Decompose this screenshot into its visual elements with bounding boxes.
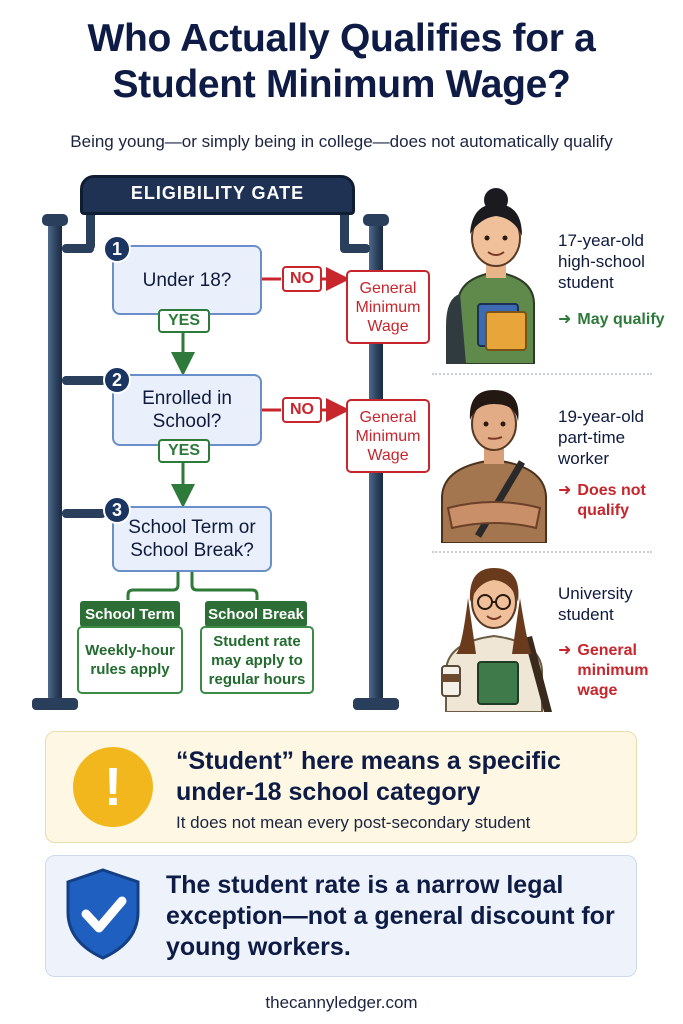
gate-post-right-base bbox=[353, 698, 399, 710]
step-2-question-box: Enrolled in School? bbox=[112, 374, 262, 446]
branch-school-term-box: Weekly-hour rules apply bbox=[77, 626, 183, 694]
person-2-outcome-text: Does not qualify bbox=[577, 482, 646, 519]
arrow-right-icon: ➜ bbox=[558, 642, 572, 659]
person-divider-2 bbox=[432, 551, 652, 553]
branch-school-term-text: Weekly-hour rules apply bbox=[85, 642, 175, 678]
note-text: The student rate is a narrow legal excep… bbox=[166, 871, 615, 961]
step-1-question: Under 18? bbox=[142, 269, 232, 291]
shield-check-icon bbox=[66, 868, 140, 960]
warning-title: “Student” here means a specific under-18… bbox=[176, 747, 561, 806]
gate-post-right-cap bbox=[363, 214, 389, 226]
step-3-question: School Term or School Break? bbox=[128, 517, 256, 561]
gate-hanger-right bbox=[340, 210, 349, 250]
step-1-no-tag: NO bbox=[282, 266, 322, 292]
step-2-question: Enrolled in School? bbox=[142, 388, 232, 432]
person-3-outcome-text: General minimum wage bbox=[577, 642, 649, 699]
person-2-label: 19-year-old part-time worker bbox=[558, 407, 644, 468]
gate-label: ELIGIBILITY GATE bbox=[130, 183, 305, 203]
step-1-number: 1 bbox=[103, 235, 131, 263]
step-2-no-tag: NO bbox=[282, 397, 322, 423]
gate-post-left-base bbox=[32, 698, 78, 710]
step-3-question-box: School Term or School Break? bbox=[112, 506, 272, 572]
person-2-outcome: ➜ Does not qualify bbox=[558, 481, 668, 521]
gate-post-left-cap bbox=[42, 214, 68, 226]
step-2-no-outcome-text: General Minimum Wage bbox=[355, 408, 421, 464]
arrow-right-icon: ➜ bbox=[558, 482, 572, 499]
branch-school-term-label: School Term bbox=[80, 601, 180, 627]
gate-hanger-right-foot bbox=[340, 244, 370, 253]
high-school-student-illustration bbox=[446, 188, 535, 364]
footer-website: thecannyledger.com bbox=[265, 993, 418, 1012]
step-1-no-outcome: General Minimum Wage bbox=[346, 270, 430, 344]
step-1-yes-tag: YES bbox=[158, 309, 210, 333]
page-subtitle: Being young—or simply being in college—d… bbox=[70, 132, 613, 151]
warning-subtitle: It does not mean every post-secondary st… bbox=[176, 813, 531, 832]
title-line-1: Who Actually Qualifies for a bbox=[87, 17, 596, 60]
step-3-number: 3 bbox=[103, 496, 131, 524]
gate-arm-3 bbox=[62, 509, 106, 518]
step-1-no-outcome-text: General Minimum Wage bbox=[355, 279, 421, 335]
gate-arch bbox=[80, 175, 355, 215]
gate-hanger-left-foot bbox=[62, 244, 94, 253]
branch-school-break-box: Student rate may apply to regular hours bbox=[200, 626, 314, 694]
step-2-yes-tag: YES bbox=[158, 439, 210, 463]
university-student-illustration bbox=[441, 568, 552, 712]
step-1-question-box: Under 18? bbox=[112, 245, 262, 315]
person-3-outcome: ➜ General minimum wage bbox=[558, 641, 668, 701]
person-3-label: University student bbox=[558, 584, 633, 624]
gate-arm-2 bbox=[62, 376, 106, 385]
gate-post-left bbox=[48, 222, 62, 700]
branch-school-break-text: Student rate may apply to regular hours bbox=[208, 632, 306, 688]
step-2-number: 2 bbox=[103, 366, 131, 394]
person-1-label: 17-year-old high-school student bbox=[558, 231, 645, 292]
branch-school-break-label: School Break bbox=[205, 601, 307, 627]
person-divider-1 bbox=[432, 373, 652, 375]
exclamation-icon: ! bbox=[73, 747, 153, 827]
arrow-right-icon: ➜ bbox=[558, 311, 572, 328]
note-callout bbox=[45, 855, 637, 977]
page-title: Who Actually Qualifies for a Student Min… bbox=[0, 16, 683, 108]
person-1-outcome: ➜ May qualify bbox=[558, 310, 665, 330]
person-1-outcome-text: May qualify bbox=[577, 311, 665, 328]
title-line-2: Student Minimum Wage? bbox=[112, 63, 571, 106]
gate-hanger-left bbox=[86, 210, 95, 250]
part-time-worker-illustration bbox=[441, 390, 547, 543]
step-2-no-outcome: General Minimum Wage bbox=[346, 399, 430, 473]
